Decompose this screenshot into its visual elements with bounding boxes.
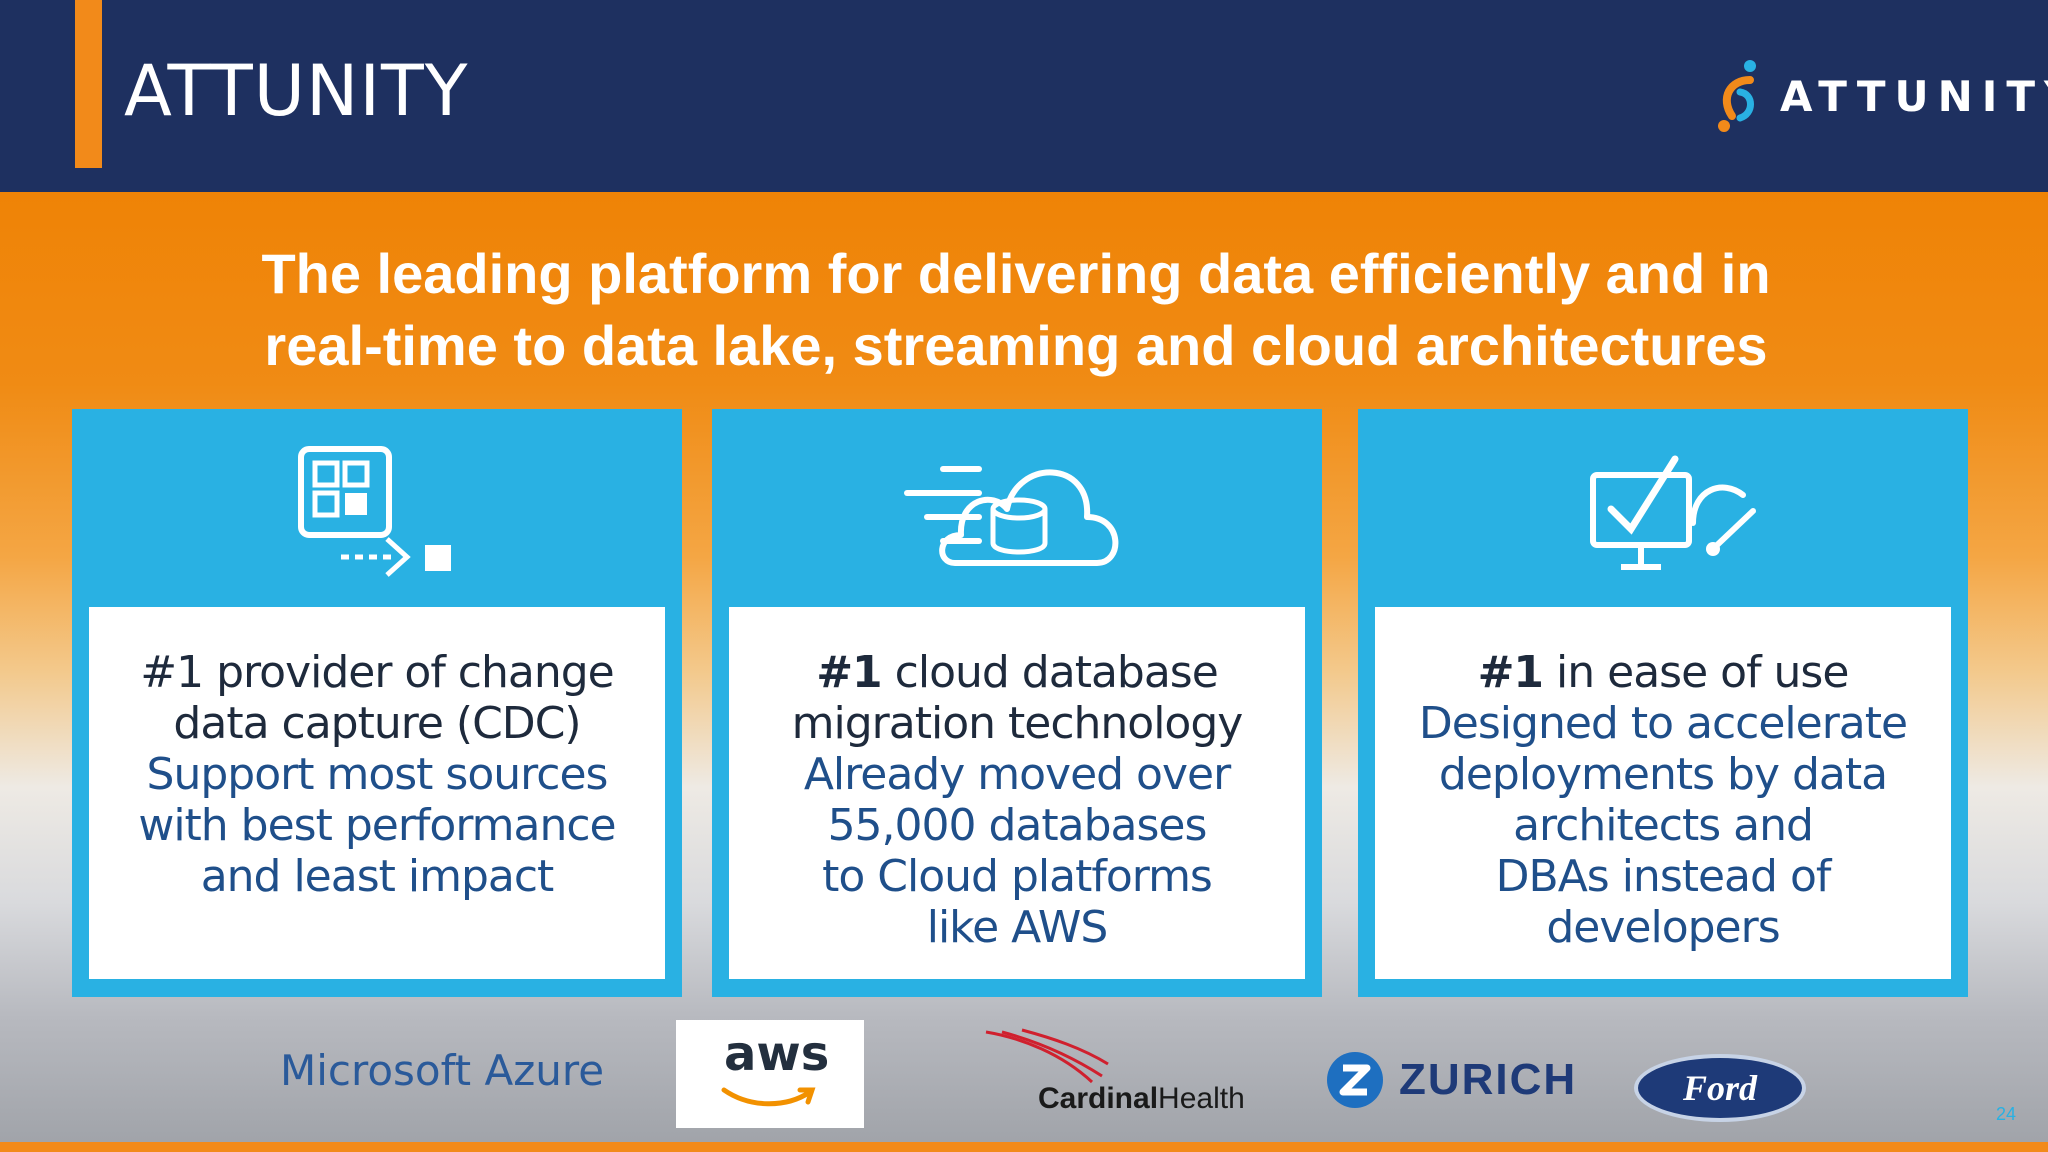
card-3-desc-5: developers [1546,902,1780,953]
card-cdc-body: #1 provider of change data capture (CDC)… [89,607,665,979]
monitor-check-gauge-icon [1590,455,1756,570]
accent-bar [75,0,102,168]
attunity-mark-icon [1718,60,1756,132]
zurich-z-icon [1327,1052,1383,1108]
card-2-desc-3: to Cloud platforms [822,851,1213,902]
card-ease-body: #1 in ease of use Designed to accelerate… [1375,607,1951,979]
aws-smile-icon [721,1087,816,1107]
headline-line-2: real-time to data lake, streaming and cl… [264,314,1768,377]
card-cdc: #1 provider of change data capture (CDC)… [72,409,682,997]
cardinal-bold: Cardinal [1038,1082,1159,1115]
card-3-desc-2: deployments by data [1438,749,1888,800]
bottom-accent-line [0,1142,2048,1152]
card-ease-of-use: #1 in ease of use Designed to accelerate… [1358,409,1968,997]
card-2-title-2: migration technology [791,698,1244,749]
card-1-desc-2: with best performance [138,800,616,851]
zurich-text: ZURICH [1399,1055,1578,1104]
headline-line-1: The leading platform for delivering data… [261,242,1771,305]
cardinal-rest: Health [1158,1082,1245,1115]
card-1-desc-1: Support most sources [146,749,609,800]
card-3-desc-1: Designed to accelerate [1418,698,1908,749]
attunity-logo: ATTUNITY [1710,58,2048,134]
page-number: 24 [1996,1104,2017,1124]
card-2-desc-4: like AWS [926,902,1109,953]
card-1-desc-3: and least impact [200,851,555,902]
aws-logo: aws [676,1020,864,1128]
cloud-database-icon [904,466,1119,566]
cardinal-health-logo: CardinalHealth [1038,1082,1245,1116]
card-1-title-1: #1 provider of change [140,647,614,698]
card-3-rank: #1 [1477,647,1544,698]
aws-logo-text: aws [724,1026,830,1082]
ford-text: Ford [1682,1068,1758,1108]
card-3-title-rest: in ease of use [1543,647,1849,698]
customer-logos: Microsoft Azure aws CardinalHealth ZURIC… [0,1010,2048,1140]
headline: The leading platform for delivering data… [100,238,1932,382]
card-3-desc-3: architects and [1513,800,1814,851]
card-2-rank: #1 [816,647,882,698]
cardinal-health-mark-icon [985,1028,1109,1084]
card-2-desc-2: 55,000 databases [827,800,1208,851]
azure-logo: Microsoft Azure [280,1046,605,1095]
card-2-title-rest: cloud database [881,647,1219,698]
card-2-title-1: #1 cloud database [729,647,1305,698]
card-cloud-body: #1 cloud database migration technology A… [729,607,1305,979]
ford-logo: Ford [1634,1054,1806,1122]
card-3-desc-4: DBAs instead of [1495,851,1832,902]
card-2-desc-1: Already moved over [803,749,1231,800]
card-cloud-migration: #1 cloud database migration technology A… [712,409,1322,997]
card-3-title-1: #1 in ease of use [1375,647,1951,698]
slide-title: ATTUNITY [124,50,469,132]
header-bar [0,0,2048,192]
cdc-icon [298,446,451,577]
zurich-logo: ZURICH [1325,1050,1577,1110]
logo-text: ATTUNITY [1780,71,2048,121]
card-1-title-2: data capture (CDC) [173,698,581,749]
